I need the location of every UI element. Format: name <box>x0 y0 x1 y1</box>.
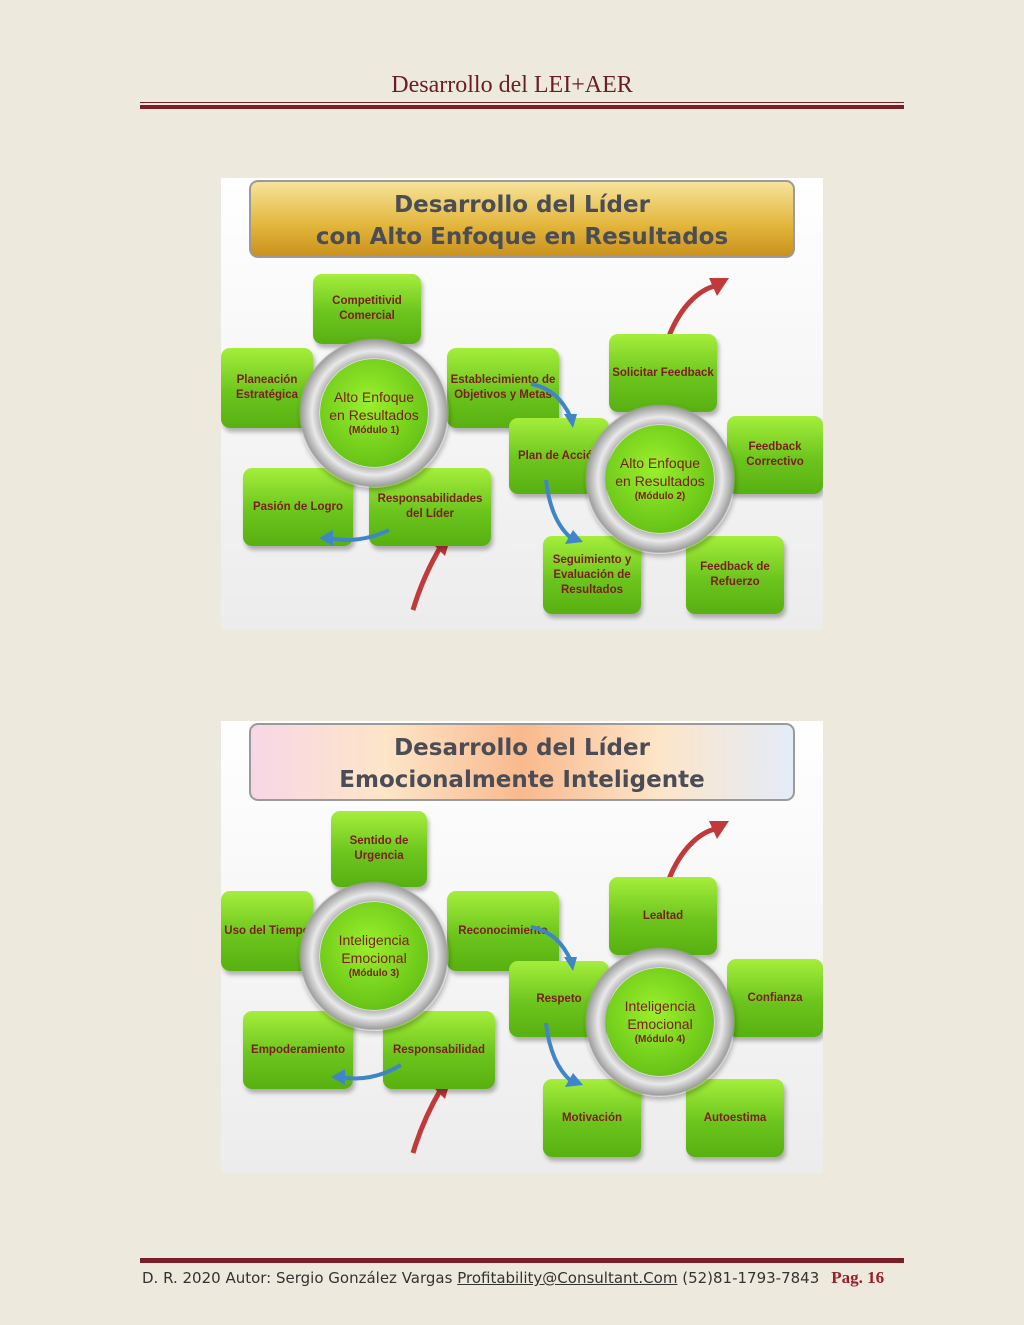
blue-arrowhead-icon <box>564 414 577 428</box>
box-feedback-correctivo: Feedback Correctivo <box>727 416 823 494</box>
blue-arrow-icon <box>544 479 573 540</box>
hub-module1: Alto Enfoque en Resultados (Módulo 1) <box>320 359 428 467</box>
blue-arrowhead-icon <box>319 530 333 546</box>
diagram-title-line2: con Alto Enfoque en Resultados <box>315 224 729 250</box>
hub-module-label: (Módulo 2) <box>634 491 686 502</box>
hub-module3: Inteligencia Emocional (Módulo 3) <box>320 902 428 1010</box>
diagram-inteligencia-emocional: Desarrollo del Líder Emocionalmente Inte… <box>221 721 823 1173</box>
box-uso-tiempo: Uso del Tiempo <box>221 891 313 971</box>
diagram-title-line1: Desarrollo del Líder <box>394 192 650 218</box>
box-confianza: Confianza <box>727 959 823 1037</box>
hub-line1: Inteligencia <box>624 998 696 1014</box>
hub-line2: Emocional <box>627 1016 693 1032</box>
footer-phone: (52)81-1793-7843 <box>677 1269 820 1287</box>
footer-rule <box>140 1256 904 1263</box>
box-sentido-urgencia: Sentido de Urgencia <box>331 811 427 887</box>
blue-arrows-layer <box>319 382 583 546</box>
red-arrow-up-right-icon <box>666 283 716 337</box>
blue-arrowhead-icon <box>565 1073 583 1087</box>
box-competitividad: Competitivid Comercial <box>313 274 421 344</box>
blue-arrow-icon <box>530 382 573 419</box>
hub-line2: en Resultados <box>615 473 705 489</box>
page-number: Pag. 16 <box>831 1268 885 1287</box>
blue-arrow-icon <box>544 1022 573 1083</box>
hub-line2: en Resultados <box>329 407 419 423</box>
blue-arrow-icon <box>340 1063 403 1081</box>
hub-module-label: (Módulo 4) <box>634 1034 686 1045</box>
hub-line2: Emocional <box>341 950 407 966</box>
box-autoestima: Autoestima <box>686 1079 784 1157</box>
page-footer: D. R. 2020 Autor: Sergio González Vargas… <box>142 1268 884 1288</box>
red-arrowhead-icon <box>709 278 729 296</box>
diagram-title-banner: Desarrollo del Líder con Alto Enfoque en… <box>249 180 795 258</box>
hub-line1: Alto Enfoque <box>333 389 415 405</box>
blue-arrowhead-icon <box>564 957 577 971</box>
diagram-title-banner: Desarrollo del Líder Emocionalmente Inte… <box>249 723 795 801</box>
box-lealtad: Lealtad <box>609 877 717 955</box>
diagram-alto-enfoque: Desarrollo del Líder con Alto Enfoque en… <box>221 178 823 630</box>
hub-line1: Inteligencia <box>338 932 410 948</box>
blue-arrows-layer <box>331 925 583 1087</box>
diagram-title-line2: Emocionalmente Inteligente <box>339 767 705 793</box>
footer-author: D. R. 2020 Autor: Sergio González Vargas <box>142 1269 458 1287</box>
hub-module2: Alto Enfoque en Resultados (Módulo 2) <box>606 425 714 533</box>
blue-arrow-icon <box>328 528 390 542</box>
blue-arrow-icon <box>530 925 573 962</box>
blue-arrowhead-icon <box>331 1069 345 1085</box>
page-header-title: Desarrollo del LEI+AER <box>391 72 633 98</box>
red-arrow-up-icon <box>410 1087 444 1154</box>
red-arrow-up-icon <box>410 544 444 611</box>
hub-module4: Inteligencia Emocional (Módulo 4) <box>606 968 714 1076</box>
footer-email-link[interactable]: Profitability@Consultant.Com <box>457 1269 678 1287</box>
red-arrow-up-right-icon <box>666 826 716 880</box>
box-solicitar: Solicitar Feedback <box>609 334 717 412</box>
box-planeacion: Planeación Estratégica <box>221 348 313 428</box>
hub-module-label: (Módulo 1) <box>348 425 400 436</box>
header-rule <box>140 102 904 109</box>
box-feedback-refuerzo: Feedback de Refuerzo <box>686 536 784 614</box>
hub-module-label: (Módulo 3) <box>348 968 400 979</box>
box-motivacion: Motivación <box>543 1079 641 1157</box>
blue-arrowhead-icon <box>565 530 583 544</box>
diagram-title-line1: Desarrollo del Líder <box>394 735 650 761</box>
red-arrowhead-icon <box>709 821 729 839</box>
box-seguimiento: Seguimiento y Evaluación de Resultados <box>543 536 641 614</box>
box-pasion: Pasión de Logro <box>243 468 353 546</box>
hub-line1: Alto Enfoque <box>619 455 701 471</box>
